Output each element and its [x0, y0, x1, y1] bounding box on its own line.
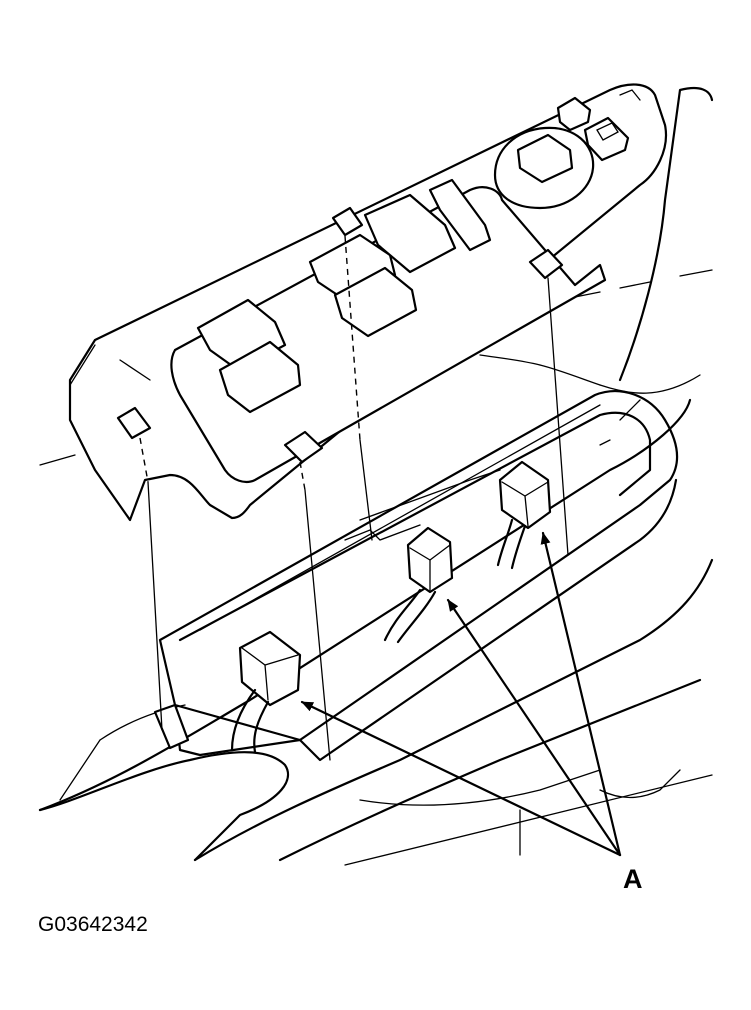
harness-connector-center	[383, 526, 454, 644]
figure-id: G03642342	[38, 913, 148, 936]
power-window-switch-panel	[68, 83, 668, 522]
harness-connector-left	[230, 630, 302, 754]
door-armrest-lines	[38, 86, 714, 866]
armrest-housing	[38, 390, 679, 862]
callout-arrows	[300, 531, 622, 857]
harness-connector-right	[496, 460, 552, 570]
alignment-guides	[139, 235, 569, 761]
callout-label-a: A	[623, 864, 643, 894]
